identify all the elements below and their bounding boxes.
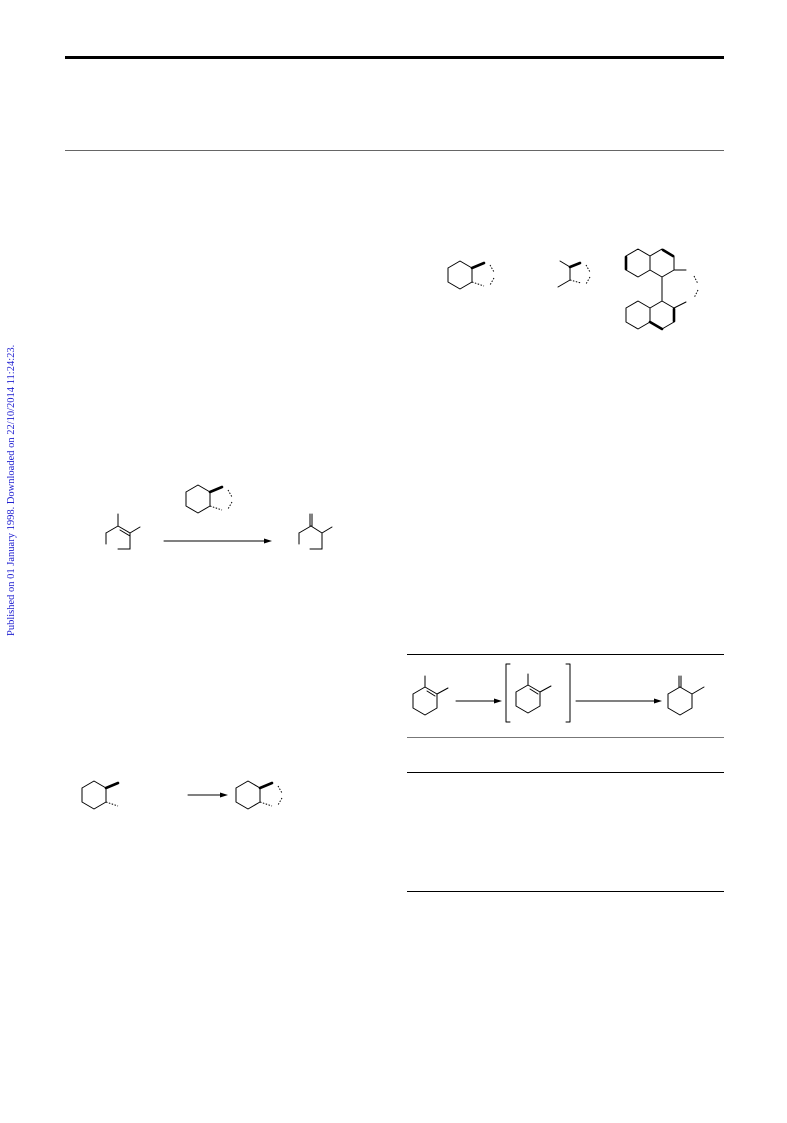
auxiliary-over-arrow-structure — [185, 484, 233, 514]
reaction-arrow-2 — [455, 698, 502, 704]
bracketed-intermediate-structure — [505, 663, 571, 723]
table-rule-bottom — [407, 891, 724, 892]
scheme-rule-top — [407, 654, 724, 655]
dimethyl-dioxolane-structure — [557, 260, 591, 288]
cyclohexane-diol-structure — [81, 780, 120, 810]
cyclohexane-acetal-structure — [235, 780, 283, 810]
scheme-rule-bottom — [407, 737, 724, 738]
cyclic-alkene-reactant-structure — [412, 675, 449, 716]
binaphthyl-dioxepine-structure — [624, 248, 699, 331]
reaction-arrow-1 — [163, 538, 272, 544]
cyclic-ketone-product-structure — [667, 675, 705, 716]
header-rule — [65, 56, 724, 59]
reaction-arrow-3 — [575, 698, 662, 704]
table-rule-top — [407, 772, 724, 773]
cyclohexane-dioxolane-structure — [447, 260, 495, 290]
download-notice: Published on 01 January 1998. Downloaded… — [6, 344, 17, 636]
header-subrule — [65, 150, 724, 151]
alkene-reactant-structure — [105, 513, 141, 550]
ketone-product-structure — [298, 513, 333, 550]
reaction-arrow-4 — [187, 792, 228, 798]
